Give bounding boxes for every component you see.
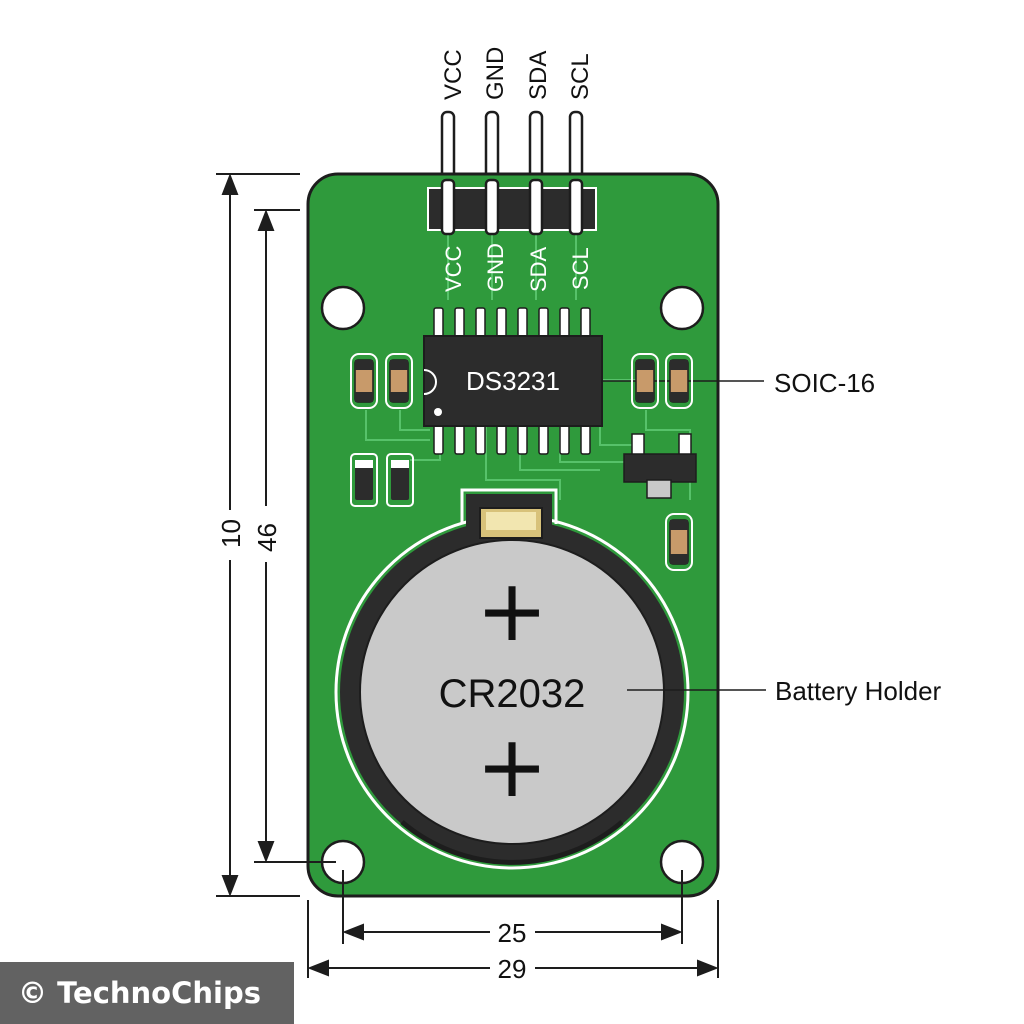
board-label-gnd: GND	[483, 243, 508, 292]
dimension-outer-height-label: 10	[216, 519, 246, 548]
mounting-hole-top-right	[659, 285, 705, 331]
mounting-hole-top-left	[320, 285, 366, 331]
watermark: © TechnoChips	[0, 962, 294, 1024]
board-pin-labels: VCC GND SDA SCL	[441, 243, 593, 292]
mounting-holes	[320, 285, 705, 885]
board-label-sda: SDA	[526, 246, 551, 292]
dimension-horizontal-board	[307, 900, 719, 978]
battery-polarity-top: +	[476, 561, 548, 661]
resistors-right	[631, 353, 693, 409]
sot-regulator	[623, 433, 697, 499]
chip-body	[423, 335, 603, 427]
header-label-sda: SDA	[525, 51, 552, 100]
dimension-horizontal-holes	[342, 870, 683, 944]
dimension-board-width-label: 29	[498, 954, 527, 984]
battery-label: CR2032	[439, 672, 586, 716]
soic-callout-label: SOIC-16	[774, 368, 875, 398]
resistor-bottom-right	[665, 513, 693, 571]
header-pin-gnd-lower	[484, 178, 500, 236]
header-pin-labels: VCC GND SDA SCL	[440, 47, 594, 100]
battery-callout-label: Battery Holder	[775, 676, 942, 706]
capacitors-left	[350, 453, 414, 507]
dimension-hole-vertical-label: 46	[252, 523, 282, 552]
battery-cell	[359, 539, 665, 845]
battery-holder	[334, 488, 690, 870]
chip-pin1-dot	[434, 408, 442, 416]
dimension-hole-horizontal-label: 25	[498, 918, 527, 948]
chip-notch	[423, 369, 437, 395]
resistors-left	[350, 353, 413, 409]
header-label-gnd: GND	[482, 47, 509, 100]
board-label-scl: SCL	[568, 247, 593, 290]
dimension-vertical-outer	[216, 173, 300, 897]
chip-label: DS3231	[466, 366, 560, 396]
board-label-vcc: VCC	[441, 245, 466, 292]
header-housing	[427, 187, 597, 231]
header-pin-sda-lower	[528, 178, 544, 236]
header-pin-vcc-lower	[440, 178, 456, 236]
header-label-vcc: VCC	[440, 49, 467, 100]
dimension-vertical-holes	[254, 209, 336, 863]
header-pin-scl-lower	[568, 178, 584, 236]
battery-polarity-bottom: +	[476, 717, 548, 817]
header-label-scl: SCL	[567, 53, 594, 100]
